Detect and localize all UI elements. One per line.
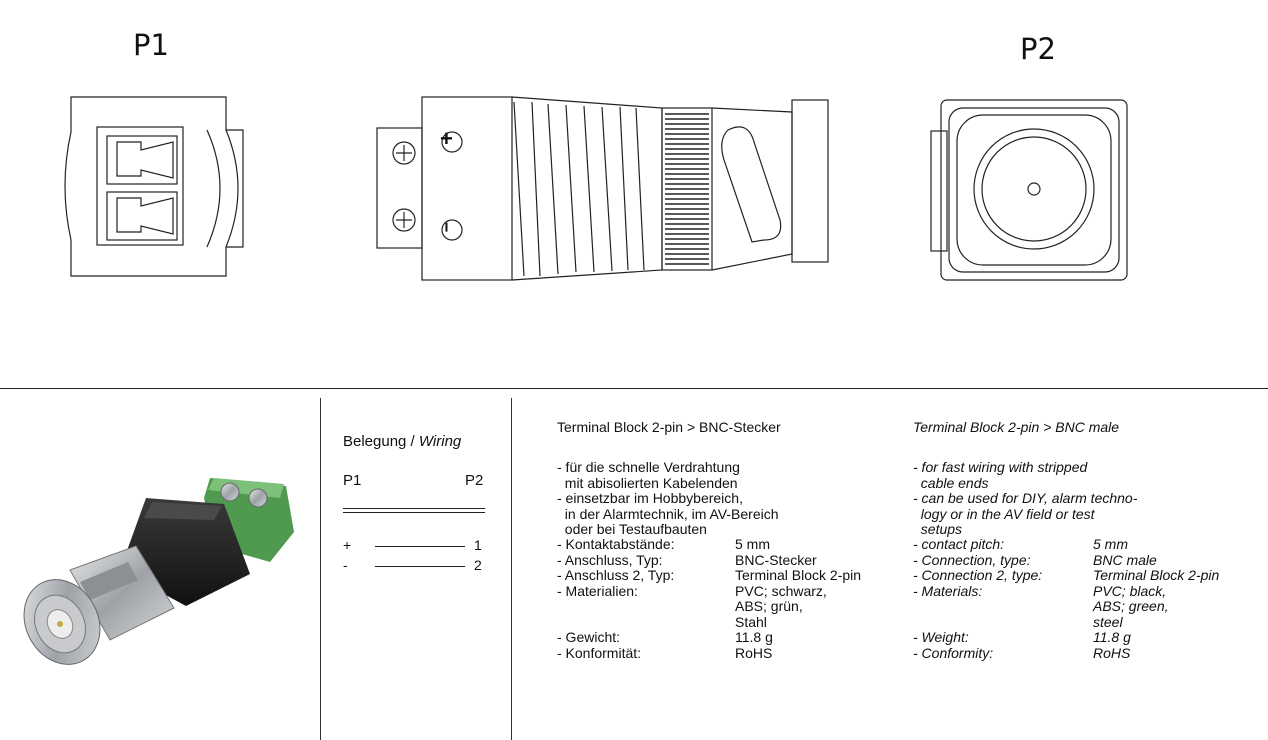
- connector-side-view-drawing: [376, 96, 829, 281]
- spec-row: steel: [913, 613, 1219, 631]
- p1-end-view-drawing: [64, 96, 244, 277]
- spec-label: - Connection 2, type:: [913, 567, 1043, 583]
- wiring-row-1-line: [375, 546, 465, 547]
- section-divider: [0, 388, 1268, 389]
- wiring-row-1-p2: 1: [474, 537, 482, 553]
- plus-symbol: +: [440, 126, 453, 151]
- spec-label: - Materials:: [913, 582, 983, 599]
- de-spec-table: - Kontaktabstände: 5 mm - Anschluss, Typ:…: [557, 536, 862, 662]
- spec-row: - Anschluss, Typ: BNC-Stecker: [557, 551, 861, 569]
- wiring-row-1-p1: +: [343, 537, 352, 553]
- spec-value: BNC male: [1093, 551, 1157, 568]
- spec-row: - Conformity: RoHS: [913, 644, 1219, 662]
- en-bullet-line: - for fast wiring with stripped: [913, 459, 1088, 475]
- spec-row: ABS; grün,: [557, 598, 861, 615]
- spec-label: - contact pitch:: [913, 536, 1005, 552]
- spec-label: - Anschluss 2, Typ:: [557, 567, 675, 583]
- wiring-row-2-p1: -: [343, 557, 348, 573]
- en-bullet-line: logy or in the AV field or test: [913, 505, 1095, 522]
- spec-value: steel: [1093, 613, 1123, 630]
- de-bullet-line: oder bei Testaufbauten: [557, 521, 707, 537]
- p1-label: P1: [133, 28, 169, 62]
- de-bullet-line: in der Alarmtechnik, im AV-Bereich: [557, 505, 779, 522]
- p2-end-view-drawing: [930, 99, 1128, 281]
- en-bullet-line: cable ends: [913, 474, 989, 491]
- spec-row: - Gewicht: 11.8 g: [557, 629, 861, 646]
- minus-symbol: −: [436, 221, 457, 233]
- de-bullet-line: mit abisolierten Kabelenden: [557, 474, 738, 491]
- de-bullet-line: - einsetzbar im Hobbybereich,: [557, 490, 743, 506]
- spec-value: Stahl: [735, 613, 767, 630]
- spec-row: - Weight: 11.8 g: [913, 629, 1219, 646]
- de-bullets: - für die schnelle Verdrahtung mit abiso…: [557, 459, 779, 538]
- spec-value: Terminal Block 2-pin: [735, 567, 862, 583]
- spec-label: [913, 615, 1093, 631]
- column-divider-1: [320, 398, 321, 740]
- spec-label: - Gewicht:: [557, 629, 621, 645]
- wiring-row-2-line: [375, 566, 465, 567]
- spec-value: 5 mm: [1093, 536, 1128, 552]
- wiring-row-2-p2: 2: [474, 557, 482, 573]
- spec-value: 11.8 g: [735, 629, 773, 645]
- spec-label: - Weight:: [913, 629, 969, 645]
- spec-label: - Connection, type:: [913, 551, 1031, 568]
- wiring-title-en: Wiring: [418, 433, 462, 450]
- spec-label: - Konformität:: [557, 644, 642, 661]
- de-title: Terminal Block 2-pin > BNC-Stecker: [557, 419, 781, 435]
- spec-label: - Materialien:: [557, 582, 638, 599]
- product-photo: [23, 478, 294, 665]
- en-spec-table: - contact pitch: 5 mm - Connection, type:…: [913, 536, 1220, 662]
- spec-value: ABS; green,: [1093, 598, 1169, 614]
- spec-label: - Anschluss, Typ:: [557, 551, 663, 568]
- spec-value: PVC; schwarz,: [735, 582, 827, 599]
- wiring-double-rule: [343, 508, 485, 513]
- spec-value: RoHS: [1093, 644, 1131, 661]
- en-bullet-line: setups: [913, 521, 963, 537]
- wiring-title: Belegung / Wiring: [343, 433, 461, 450]
- spec-row: - Connection, type: BNC male: [913, 551, 1219, 569]
- en-title: Terminal Block 2-pin > BNC male: [913, 419, 1120, 435]
- spec-row: ABS; green,: [913, 598, 1219, 615]
- spec-row: - Materials: PVC; black,: [913, 582, 1219, 600]
- spec-label: [557, 599, 735, 615]
- spec-value: 11.8 g: [1093, 629, 1131, 645]
- wiring-col-p2: P2: [465, 472, 484, 489]
- spec-row: - contact pitch: 5 mm: [913, 536, 1219, 553]
- spec-label: - Kontaktabstände:: [557, 536, 675, 552]
- spec-row: - Connection 2, type: Terminal Block 2-pi…: [913, 567, 1220, 584]
- p2-label: P2: [1020, 32, 1056, 66]
- spec-row: - Materialien: PVC; schwarz,: [557, 582, 861, 600]
- column-divider-2: [511, 398, 512, 740]
- wiring-title-de: Belegung /: [343, 433, 419, 450]
- spec-value: 5 mm: [735, 536, 770, 552]
- spec-value: ABS; grün,: [735, 598, 803, 614]
- spec-row: Stahl: [557, 613, 861, 631]
- spec-label: [913, 599, 1093, 615]
- spec-label: - Conformity:: [913, 644, 994, 661]
- spec-row: - Anschluss 2, Typ: Terminal Block 2-pin: [557, 567, 862, 584]
- spec-row: - Konformität: RoHS: [557, 644, 861, 662]
- spec-value: PVC; black,: [1093, 582, 1167, 599]
- wiring-col-p1: P1: [343, 472, 362, 489]
- spec-value: BNC-Stecker: [735, 551, 817, 568]
- de-bullet-line: - für die schnelle Verdrahtung: [557, 459, 740, 475]
- spec-value: Terminal Block 2-pin: [1093, 567, 1220, 583]
- spec-label: [557, 615, 735, 631]
- spec-row: - Kontaktabstände: 5 mm: [557, 536, 861, 553]
- spec-value: RoHS: [735, 644, 773, 661]
- en-bullets: - for fast wiring with stripped cable en…: [913, 459, 1138, 538]
- en-bullet-line: - can be used for DIY, alarm techno-: [913, 490, 1138, 506]
